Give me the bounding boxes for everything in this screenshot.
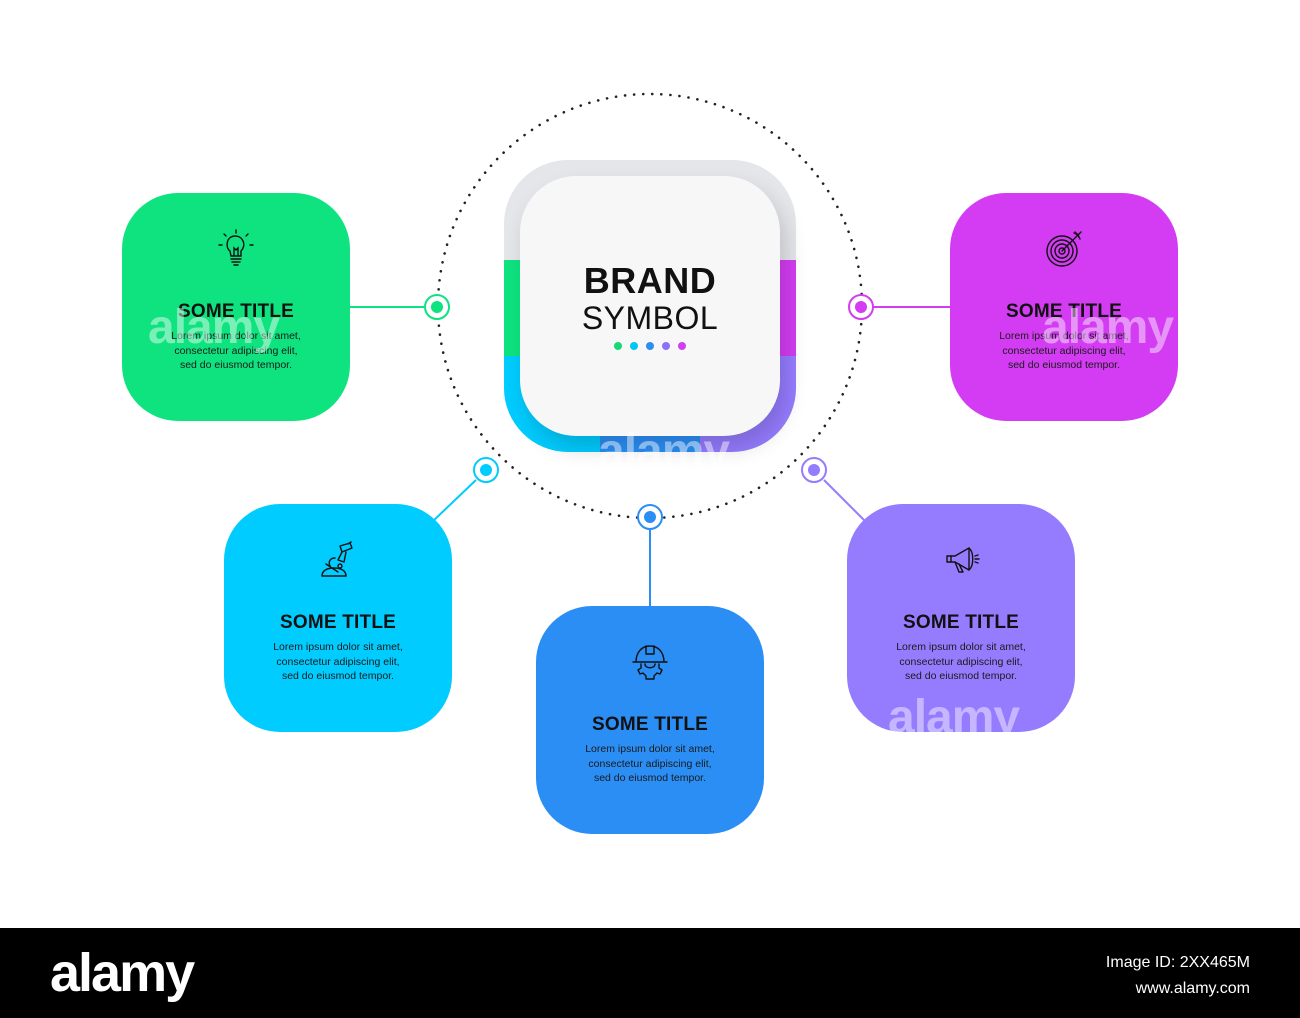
connector-line-cyan	[431, 479, 477, 523]
connector-node-violet	[801, 457, 827, 483]
step-card-magenta: SOME TITLE Lorem ipsum dolor sit amet, c…	[950, 193, 1178, 421]
connector-line-violet	[823, 479, 867, 523]
frame-segment-green	[504, 260, 524, 356]
connector-node-blue	[637, 504, 663, 530]
connector-node-magenta	[848, 294, 874, 320]
frame-segment-blue	[600, 432, 700, 452]
card-title: SOME TITLE	[1006, 301, 1122, 322]
step-card-green: SOME TITLE Lorem ipsum dolor sit amet, c…	[122, 193, 350, 421]
connector-layer	[350, 92, 950, 606]
step-card-blue: SOME TITLE Lorem ipsum dolor sit amet, c…	[536, 606, 764, 834]
brand-dot-1	[614, 342, 622, 350]
brand-dot-2	[630, 342, 638, 350]
lightbulb-icon	[218, 229, 254, 266]
brand-title-line2: SYMBOL	[581, 300, 719, 336]
brand-symbol-card: BRAND SYMBOL	[520, 176, 780, 436]
stock-footer-bar: alamy Image ID: 2XX465M www.alamy.com	[0, 928, 1300, 1018]
brand-dot-3	[646, 342, 654, 350]
connector-node-cyan	[473, 457, 499, 483]
microscope-icon	[321, 541, 353, 577]
card-title: SOME TITLE	[280, 612, 396, 633]
target-icon	[1046, 231, 1082, 267]
step-card-violet: SOME TITLE Lorem ipsum dolor sit amet, c…	[847, 504, 1075, 732]
infographic-canvas: BRAND SYMBOL SOME TITLE Lorem ipsum dolo…	[122, 92, 1178, 834]
alamy-logo: alamy	[50, 943, 195, 1003]
card-body: Lorem ipsum dolor sit amet, consectetur …	[171, 330, 301, 371]
megaphone-icon	[946, 547, 980, 573]
brand-title-line1: BRAND	[583, 260, 717, 301]
frame-segment-magenta	[776, 260, 796, 356]
card-body: Lorem ipsum dolor sit amet, consectetur …	[585, 743, 715, 784]
image-id-label: Image ID: 2XX465M	[1105, 954, 1250, 971]
card-title: SOME TITLE	[178, 301, 294, 322]
step-card-cyan: SOME TITLE Lorem ipsum dolor sit amet, c…	[224, 504, 452, 732]
brand-dot-5	[678, 342, 686, 350]
connector-node-green	[424, 294, 450, 320]
brand-color-dots	[520, 342, 780, 350]
brand-dot-4	[662, 342, 670, 350]
website-label: www.alamy.com	[1135, 980, 1250, 997]
card-body: Lorem ipsum dolor sit amet, consectetur …	[273, 641, 403, 682]
card-title: SOME TITLE	[903, 612, 1019, 633]
card-body: Lorem ipsum dolor sit amet, consectetur …	[896, 641, 1026, 682]
hardhat-gear-icon	[632, 645, 668, 680]
card-title: SOME TITLE	[592, 714, 708, 735]
card-body: Lorem ipsum dolor sit amet, consectetur …	[999, 330, 1129, 371]
